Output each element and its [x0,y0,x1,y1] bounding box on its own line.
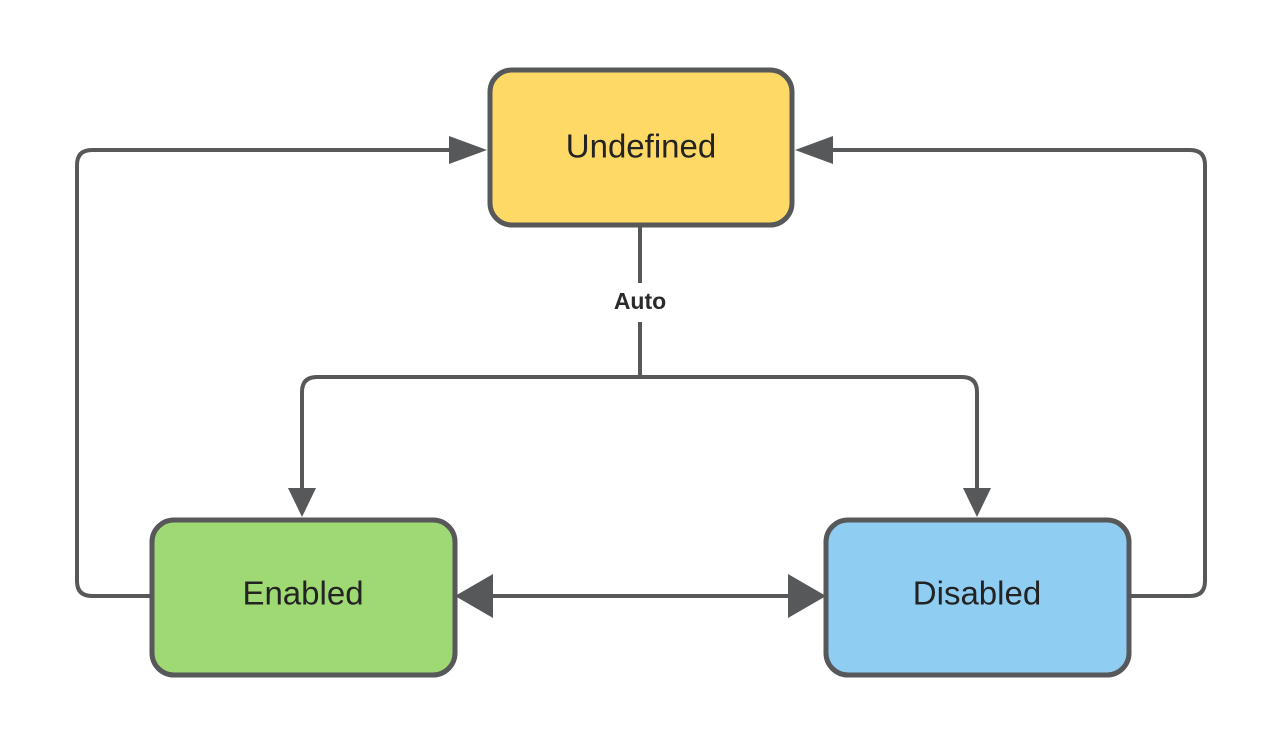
arrowhead-into-enabled-top [288,488,316,517]
node-disabled-shape [823,517,1132,678]
edge-enabled-disabled-bidirectional[interactable] [455,574,826,618]
edge-disabled-to-undefined[interactable] [795,136,1207,598]
node-undefined-label: Undefined [566,128,716,165]
edge-label-auto-text: Auto [614,288,666,314]
node-disabled-label: Disabled [913,575,1041,612]
edge-enabled-to-undefined[interactable] [75,136,487,598]
edge-path-disabled-to-undefined [833,148,1207,598]
arrowhead-into-disabled-top [963,488,991,517]
edge-label-auto: Auto [594,285,686,321]
edge-path-enabled-to-undefined [75,148,449,598]
node-enabled-shape [149,517,458,678]
arrowhead-into-undefined-right [795,136,833,164]
arrowhead-into-disabled-left [788,574,826,618]
edge-label-auto-background [594,285,686,321]
edge-auto-fork[interactable] [288,225,991,517]
node-disabled[interactable]: Disabled [823,517,1132,678]
node-undefined-shape [487,67,795,228]
arrowhead-into-enabled-right [455,574,493,618]
node-enabled[interactable]: Enabled [149,517,458,678]
node-undefined[interactable]: Undefined [487,67,795,228]
edge-path-auto-branch-disabled [640,375,979,488]
arrowhead-into-undefined-left [449,136,487,164]
edge-path-auto-branch-enabled [300,375,640,488]
node-enabled-label: Enabled [242,575,363,612]
